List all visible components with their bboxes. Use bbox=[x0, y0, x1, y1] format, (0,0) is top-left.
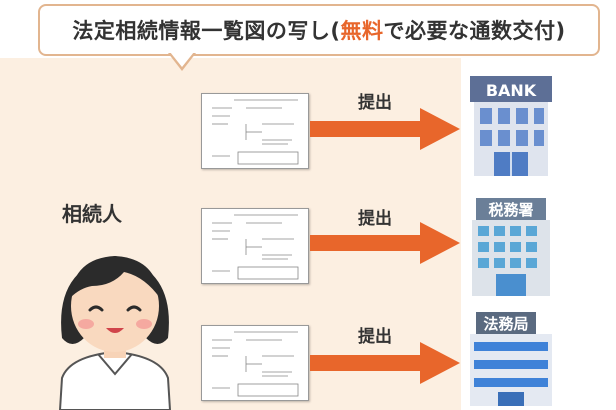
legal-inheritance-chart-document bbox=[201, 325, 309, 401]
document-lines-icon bbox=[212, 214, 299, 280]
banner-highlight: 無料 bbox=[340, 19, 384, 43]
heir-person-icon bbox=[58, 256, 172, 410]
bank-icon: BANK bbox=[470, 76, 552, 176]
document-lines-icon bbox=[212, 99, 299, 165]
document-lines-icon bbox=[212, 331, 299, 397]
submit-label: 提出 bbox=[358, 327, 392, 347]
arrow-icon bbox=[310, 222, 460, 264]
legal-affairs-bureau-icon: 法務局 bbox=[470, 312, 552, 406]
banner-prefix: 法定相続情報一覧図の写し( bbox=[72, 19, 341, 43]
speech-bubble: 法定相続情報一覧図の写し(無料で必要な通数交付) bbox=[38, 4, 600, 56]
submit-label: 提出 bbox=[358, 93, 392, 113]
speech-bubble-tail-inner bbox=[170, 52, 194, 67]
tax-office-icon: 税務署 bbox=[472, 198, 550, 296]
bank-sign: BANK bbox=[486, 81, 537, 100]
legal-inheritance-chart-document bbox=[201, 93, 309, 169]
legal-bureau-sign: 法務局 bbox=[483, 315, 528, 333]
submit-label: 提出 bbox=[358, 209, 392, 229]
arrow-icon bbox=[310, 342, 460, 384]
heir-label: 相続人 bbox=[62, 202, 122, 226]
tax-office-sign: 税務署 bbox=[488, 201, 533, 219]
arrow-icon bbox=[310, 108, 460, 150]
banner-suffix: で必要な通数交付) bbox=[383, 19, 566, 43]
legal-inheritance-chart-document bbox=[201, 208, 309, 284]
